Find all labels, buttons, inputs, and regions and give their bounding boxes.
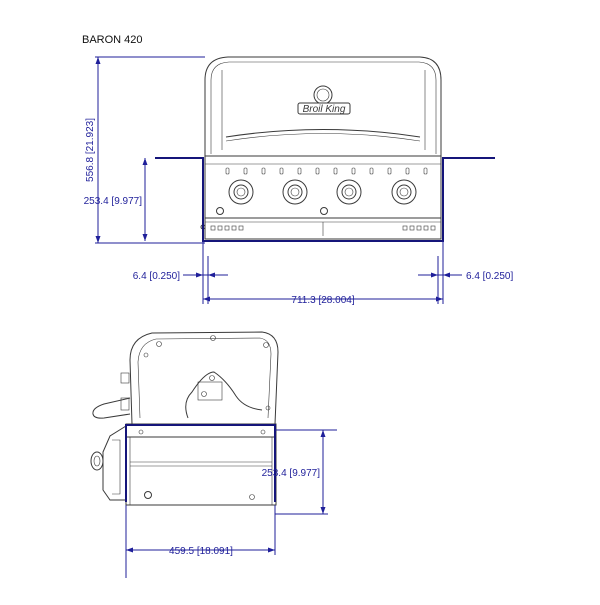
temperature-gauge-inner — [316, 88, 330, 102]
front-hood-inner — [210, 61, 437, 154]
side-handle-mount-top — [120, 372, 130, 384]
control-knob-1-icon — [228, 179, 254, 205]
front-vent-slots — [225, 167, 428, 175]
front-hood-side-panels — [221, 70, 426, 150]
front-hood-handle — [225, 129, 421, 138]
front-cutout-height-label: 253.4 [9.977] — [84, 196, 143, 207]
front-counter-cutout — [155, 157, 495, 242]
side-depth-label: 459.5 [18.091] — [169, 546, 233, 557]
igniter-button-center-icon — [320, 207, 328, 215]
side-control-knob-icon — [90, 451, 104, 471]
control-knob-2-icon — [282, 179, 308, 205]
side-hood-inner — [137, 337, 272, 419]
front-hood-outline — [204, 56, 442, 156]
side-igniter-icon — [144, 491, 152, 499]
side-control-face — [102, 425, 127, 501]
front-width-label: 711.3 [28.004] — [291, 295, 354, 306]
side-hood-bolt-icon — [156, 341, 162, 347]
control-knob-3-icon — [336, 179, 362, 205]
front-total-height-label: 556.8 [21.923] — [85, 118, 96, 182]
igniter-button-left-icon — [216, 207, 224, 215]
side-counter-cutout — [125, 424, 276, 502]
side-hinge-plate — [197, 381, 223, 401]
front-control-panel — [204, 155, 442, 219]
front-right-gap-label: 6.4 [0.250] — [466, 271, 513, 282]
side-hinge-bracket — [185, 371, 263, 419]
model-title: BARON 420 — [82, 34, 143, 46]
side-hood-outline — [129, 331, 279, 425]
side-cutout-height-label: 253.4 [9.977] — [262, 468, 321, 479]
side-view: 253.4 [9.977] 459.5 [18.091] — [90, 331, 337, 578]
side-handle — [92, 397, 131, 419]
front-view: Broil King — [84, 56, 513, 306]
side-handle-mount-bottom — [120, 397, 130, 411]
front-drip-vents — [210, 225, 436, 231]
brand-badge-text: Broil King — [303, 104, 346, 115]
brand-badge-plate — [297, 102, 351, 115]
control-knob-4-icon — [391, 179, 417, 205]
front-left-gap-label: 6.4 [0.250] — [133, 271, 180, 282]
front-hood-handle-lower — [225, 133, 421, 142]
